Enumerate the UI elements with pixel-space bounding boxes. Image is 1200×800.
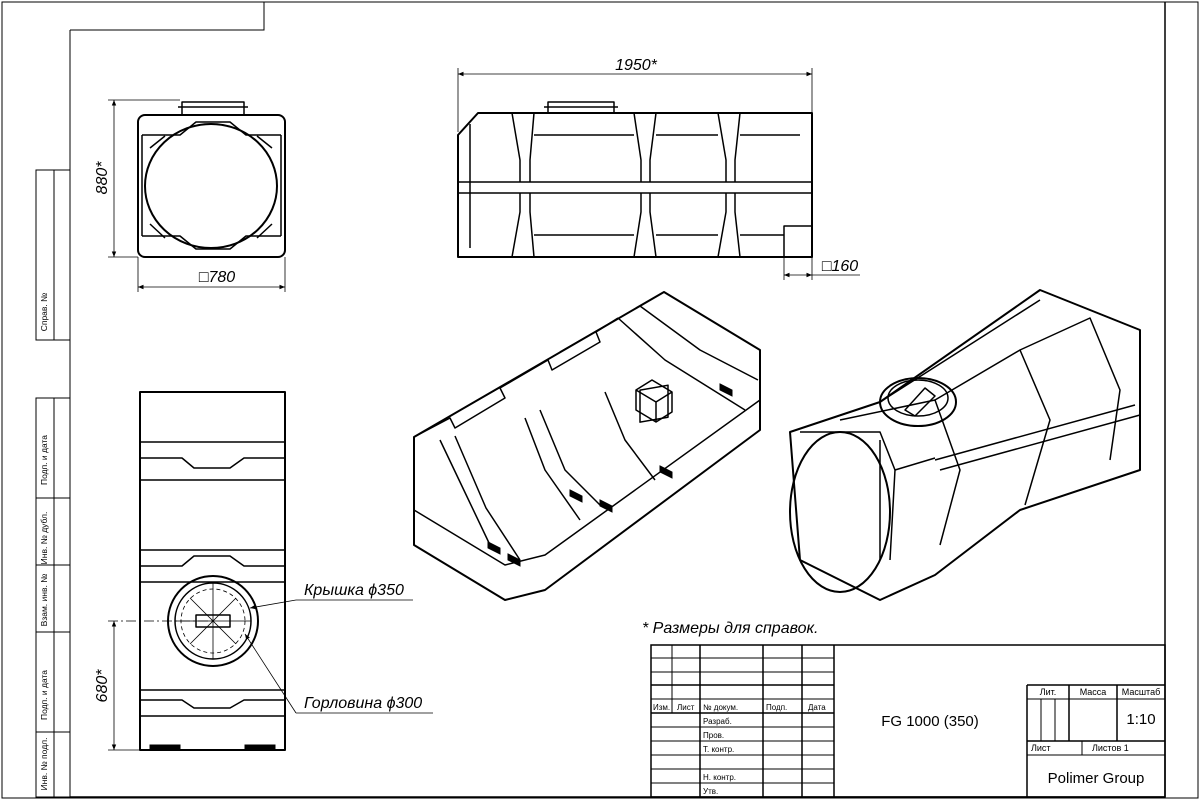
title-block: Изм. Лист № докум. Подп. Дата Разраб. Пр… bbox=[650, 644, 1166, 798]
tb-prov: Пров. bbox=[703, 731, 724, 740]
dim-lower-height: 680* bbox=[94, 620, 213, 751]
dim-height: 880* bbox=[94, 99, 180, 258]
tb-t-kontr: Т. контр. bbox=[703, 745, 734, 754]
tb-scale-value: 1:10 bbox=[1126, 711, 1155, 728]
side-stamp-inv-dubl: Инв. № дубл. bbox=[39, 512, 49, 565]
tb-list: Лист bbox=[677, 703, 695, 712]
side-view bbox=[457, 101, 813, 258]
tb-data: Дата bbox=[808, 703, 826, 712]
dim-length-label: 1950* bbox=[615, 57, 658, 74]
side-stamp-vzam-inv: Взам. инв. № bbox=[39, 574, 49, 627]
tb-izm: Изм. bbox=[653, 703, 670, 712]
tb-sheets-label: Листов 1 bbox=[1092, 743, 1129, 753]
side-stamp-sprav: Справ. № bbox=[39, 293, 49, 332]
side-stamp: Справ. № Подп. и дата Инв. № дубл. Взам.… bbox=[35, 169, 71, 798]
side-stamp-podp-data-1: Подп. и дата bbox=[39, 435, 49, 485]
tb-designation: FG 1000 (350) bbox=[881, 713, 979, 730]
dim-outlet: □160 bbox=[783, 257, 860, 280]
dim-length: 1950* bbox=[457, 57, 813, 132]
tb-massa: Масса bbox=[1080, 687, 1107, 697]
dim-height-label: 880* bbox=[94, 161, 111, 195]
tb-sheet-label: Лист bbox=[1031, 743, 1051, 753]
dim-outlet-label: □160 bbox=[822, 258, 858, 275]
iso-view-top bbox=[789, 289, 1141, 601]
dim-lower-height-label: 680* bbox=[94, 669, 111, 703]
end-view bbox=[137, 101, 286, 258]
dim-width-label: □780 bbox=[199, 269, 235, 286]
callout-lid: Крышка ϕ350 bbox=[249, 582, 413, 610]
tb-razrab: Разраб. bbox=[703, 717, 732, 726]
tb-podp: Подп. bbox=[766, 703, 787, 712]
callout-lid-label: Крышка ϕ350 bbox=[304, 582, 404, 599]
tb-masshtab: Масштаб bbox=[1122, 687, 1161, 697]
tb-n-kontr: Н. контр. bbox=[703, 773, 736, 782]
tb-lit: Лит. bbox=[1040, 687, 1057, 697]
callout-neck: Горловина ϕ300 bbox=[244, 633, 433, 714]
dim-width: □780 bbox=[137, 257, 286, 292]
tb-company: Polimer Group bbox=[1048, 770, 1145, 787]
callout-neck-label: Горловина ϕ300 bbox=[304, 695, 422, 712]
iso-view-bottom bbox=[413, 291, 761, 601]
side-stamp-inv-podl: Инв. № подл. bbox=[39, 738, 49, 791]
top-view bbox=[139, 391, 286, 751]
reference-note: * Размеры для справок. bbox=[642, 620, 819, 637]
tb-utv: Утв. bbox=[703, 787, 718, 796]
side-stamp-podp-data-2: Подп. и дата bbox=[39, 670, 49, 720]
tb-doc-no: № докум. bbox=[703, 703, 738, 712]
